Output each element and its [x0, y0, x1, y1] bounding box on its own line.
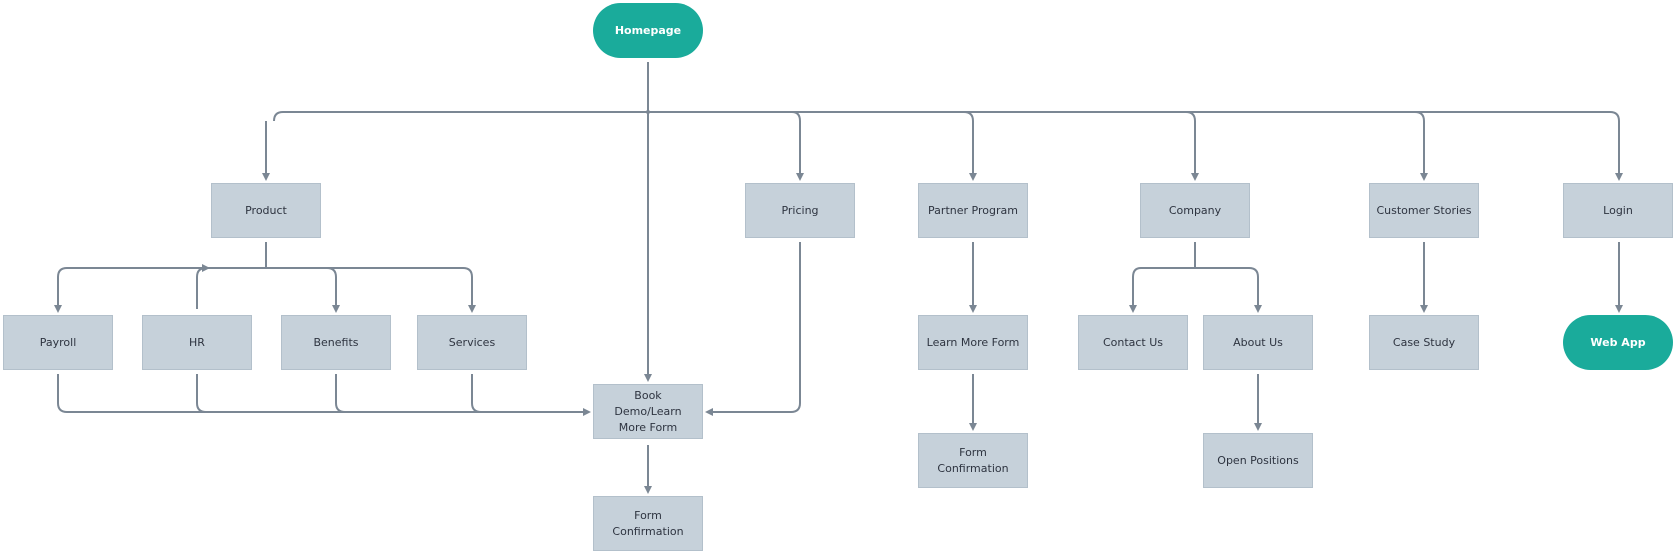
connector-to-partner-program [963, 111, 977, 181]
learn-more-form-node[interactable]: Learn More Form [918, 315, 1028, 370]
connector-to-contact-us [1129, 267, 1195, 313]
connector-hr-merge [196, 374, 207, 413]
connector-product-bus [57, 267, 473, 309]
connector-products-to-book-demo [57, 374, 591, 416]
customer-stories-node[interactable]: Customer Stories [1369, 183, 1479, 238]
login-node[interactable]: Login [1563, 183, 1673, 238]
product-node[interactable]: Product [211, 183, 321, 238]
pricing-node[interactable]: Pricing [745, 183, 855, 238]
form-confirmation-node[interactable]: Form Confirmation [593, 496, 703, 551]
connector-to-benefits [326, 267, 340, 313]
case-study-node[interactable]: Case Study [1369, 315, 1479, 370]
connector-services-merge [471, 374, 482, 413]
connector-to-about-us [1195, 267, 1262, 313]
connector-pricing-to-book-demo [705, 242, 801, 416]
hr-node[interactable]: HR [142, 315, 252, 370]
payroll-node[interactable]: Payroll [3, 315, 113, 370]
connector-to-customer-stories [1414, 111, 1428, 181]
web-app-node[interactable]: Web App [1563, 315, 1673, 370]
connector-benefits-merge [335, 374, 346, 413]
book-demo-form-node[interactable]: Book Demo/Learn More Form [593, 384, 703, 439]
homepage-node[interactable]: Homepage [593, 3, 703, 58]
partner-form-confirmation-node[interactable]: Form Confirmation [918, 433, 1028, 488]
benefits-node[interactable]: Benefits [281, 315, 391, 370]
connector-homepage-bus [273, 111, 1620, 122]
open-positions-node[interactable]: Open Positions [1203, 433, 1313, 488]
contact-us-node[interactable]: Contact Us [1078, 315, 1188, 370]
partner-program-node[interactable]: Partner Program [918, 183, 1028, 238]
connector-to-company [1185, 111, 1199, 181]
about-us-node[interactable]: About Us [1203, 315, 1313, 370]
company-node[interactable]: Company [1140, 183, 1250, 238]
connector-to-pricing [791, 111, 804, 181]
connector-to-hr [196, 264, 210, 309]
services-node[interactable]: Services [417, 315, 527, 370]
homepage-junction [646, 110, 650, 114]
